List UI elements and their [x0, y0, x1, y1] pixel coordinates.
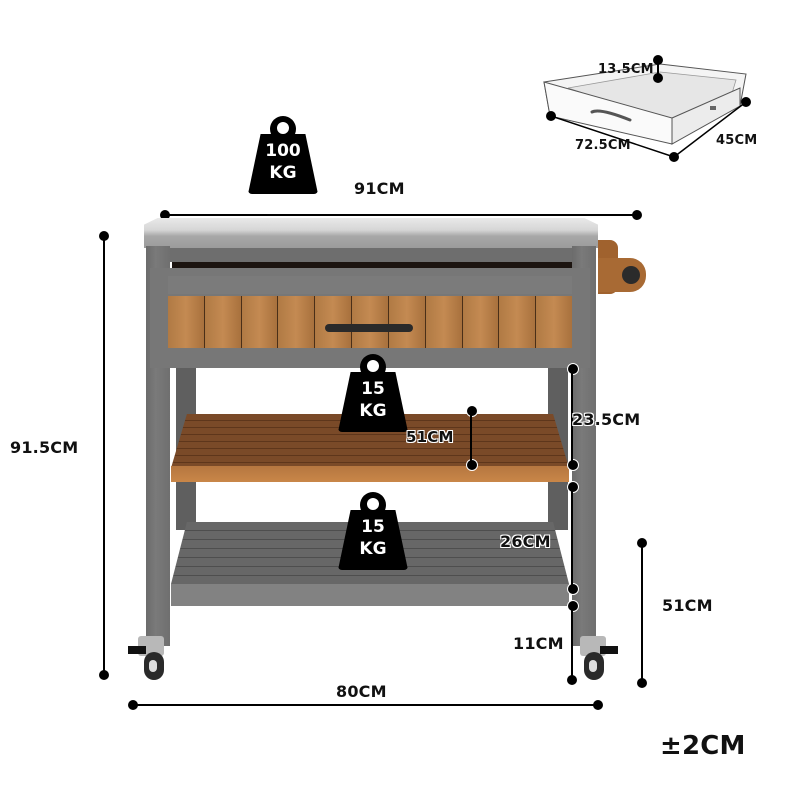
drawer-handle[interactable] [325, 324, 413, 332]
drawer-gap [172, 262, 572, 272]
drawer-to-shelf-line [571, 368, 573, 464]
drawer-front-slats [168, 296, 572, 348]
bottom-load-value: 15 [361, 517, 385, 537]
shelf-to-shelf-label: 26CM [500, 532, 551, 551]
bottom-load-unit: KG [359, 539, 387, 559]
weight-icon-bottom-shelf: 15 KG [338, 492, 408, 572]
dimension-marker [466, 459, 478, 471]
shelf-to-shelf-line [571, 486, 573, 588]
dimension-marker [567, 481, 579, 493]
dimension-marker [567, 363, 579, 375]
dimension-marker [466, 405, 478, 417]
dimension-marker [567, 600, 579, 612]
top-width-line [165, 214, 637, 216]
drawer-rail [168, 276, 572, 294]
base-width-label: 80CM [336, 682, 387, 701]
weight-icon-top-load: 100 KG [248, 116, 320, 196]
dimension-marker [637, 678, 647, 688]
drawer-depth-line [674, 102, 747, 158]
shelf-depth-label: 51CM [406, 428, 454, 446]
dimension-marker [567, 459, 579, 471]
top-load-value: 100 [265, 141, 301, 161]
countertop [144, 218, 598, 248]
drawer-height-line [657, 60, 659, 78]
shelf-height-label: 51CM [662, 596, 713, 615]
middle-load-value: 15 [361, 379, 385, 399]
shelf-height-line [641, 543, 643, 683]
dimension-marker [99, 670, 109, 680]
bottom-clearance-line [571, 605, 573, 680]
bottom-clearance-label: 11CM [513, 634, 564, 653]
drawer-depth-label: 45CM [716, 133, 758, 148]
tolerance-label: ±2CM [660, 731, 746, 761]
drawer-width-line [551, 116, 675, 158]
drawer-width-label: 72.5CM [575, 138, 631, 153]
caster-right [570, 636, 618, 682]
drawer-height-label: 13.5CM [598, 62, 654, 77]
shelf-depth-line [470, 410, 472, 464]
middle-load-unit: KG [359, 401, 387, 421]
drawer-to-shelf-label: 23.5CM [572, 410, 641, 429]
total-height-label: 91.5CM [10, 438, 79, 457]
weight-icon-middle-shelf: 15 KG [338, 354, 408, 434]
dimension-marker [632, 210, 642, 220]
base-width-line [133, 704, 598, 706]
dimension-marker [567, 675, 577, 685]
towel-rack [598, 240, 646, 294]
dimension-marker [593, 700, 603, 710]
total-height-line [103, 236, 105, 675]
dimension-marker [567, 583, 579, 595]
caster-left [128, 636, 172, 682]
top-load-unit: KG [269, 163, 297, 183]
towel-rack-knob [622, 266, 640, 284]
dimension-marker [653, 73, 663, 83]
drawer-inset-illustration [540, 60, 750, 155]
apron [170, 248, 572, 262]
drawer-icon [543, 63, 747, 145]
top-width-label: 91CM [354, 179, 405, 198]
